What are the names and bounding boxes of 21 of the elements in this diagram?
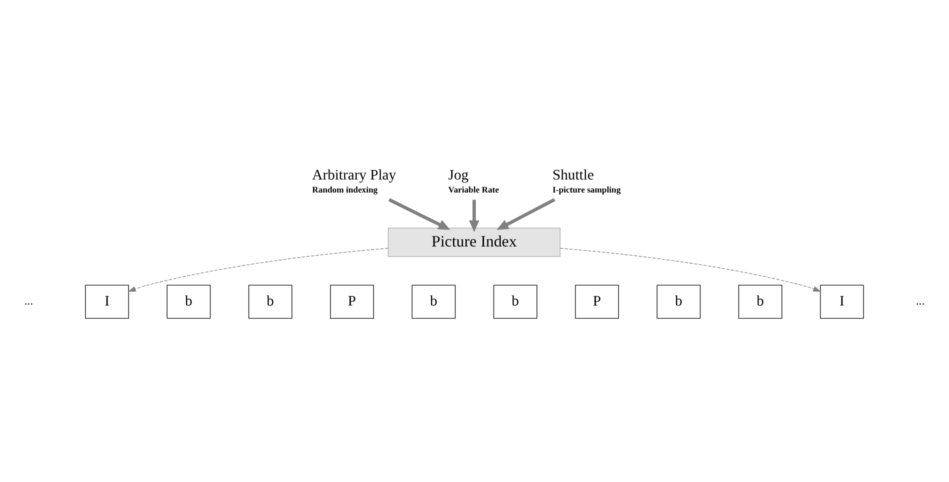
label: ... bbox=[916, 294, 925, 308]
node-box: P bbox=[330, 284, 374, 319]
node-text: Shuttle I-picture sampling bbox=[552, 167, 621, 194]
node-box: Picture Index bbox=[388, 228, 560, 257]
node-box: P bbox=[575, 284, 619, 319]
node-text: Arbitrary Play Random indexing bbox=[312, 167, 396, 194]
node-box: b bbox=[738, 284, 782, 319]
arrow bbox=[496, 198, 556, 230]
node-box: b bbox=[248, 284, 292, 319]
arrow bbox=[388, 198, 450, 230]
node-box: b bbox=[656, 284, 701, 319]
label: ... bbox=[24, 294, 34, 308]
node-text: Jog Variable Rate bbox=[448, 167, 499, 194]
node-box: I bbox=[85, 284, 129, 319]
arrow bbox=[469, 200, 480, 232]
node-box: b bbox=[493, 284, 538, 319]
node-box: b bbox=[412, 284, 456, 319]
node-box: b bbox=[166, 284, 211, 319]
arrow bbox=[128, 248, 388, 292]
arrow bbox=[560, 248, 822, 292]
node-box: I bbox=[820, 284, 864, 319]
